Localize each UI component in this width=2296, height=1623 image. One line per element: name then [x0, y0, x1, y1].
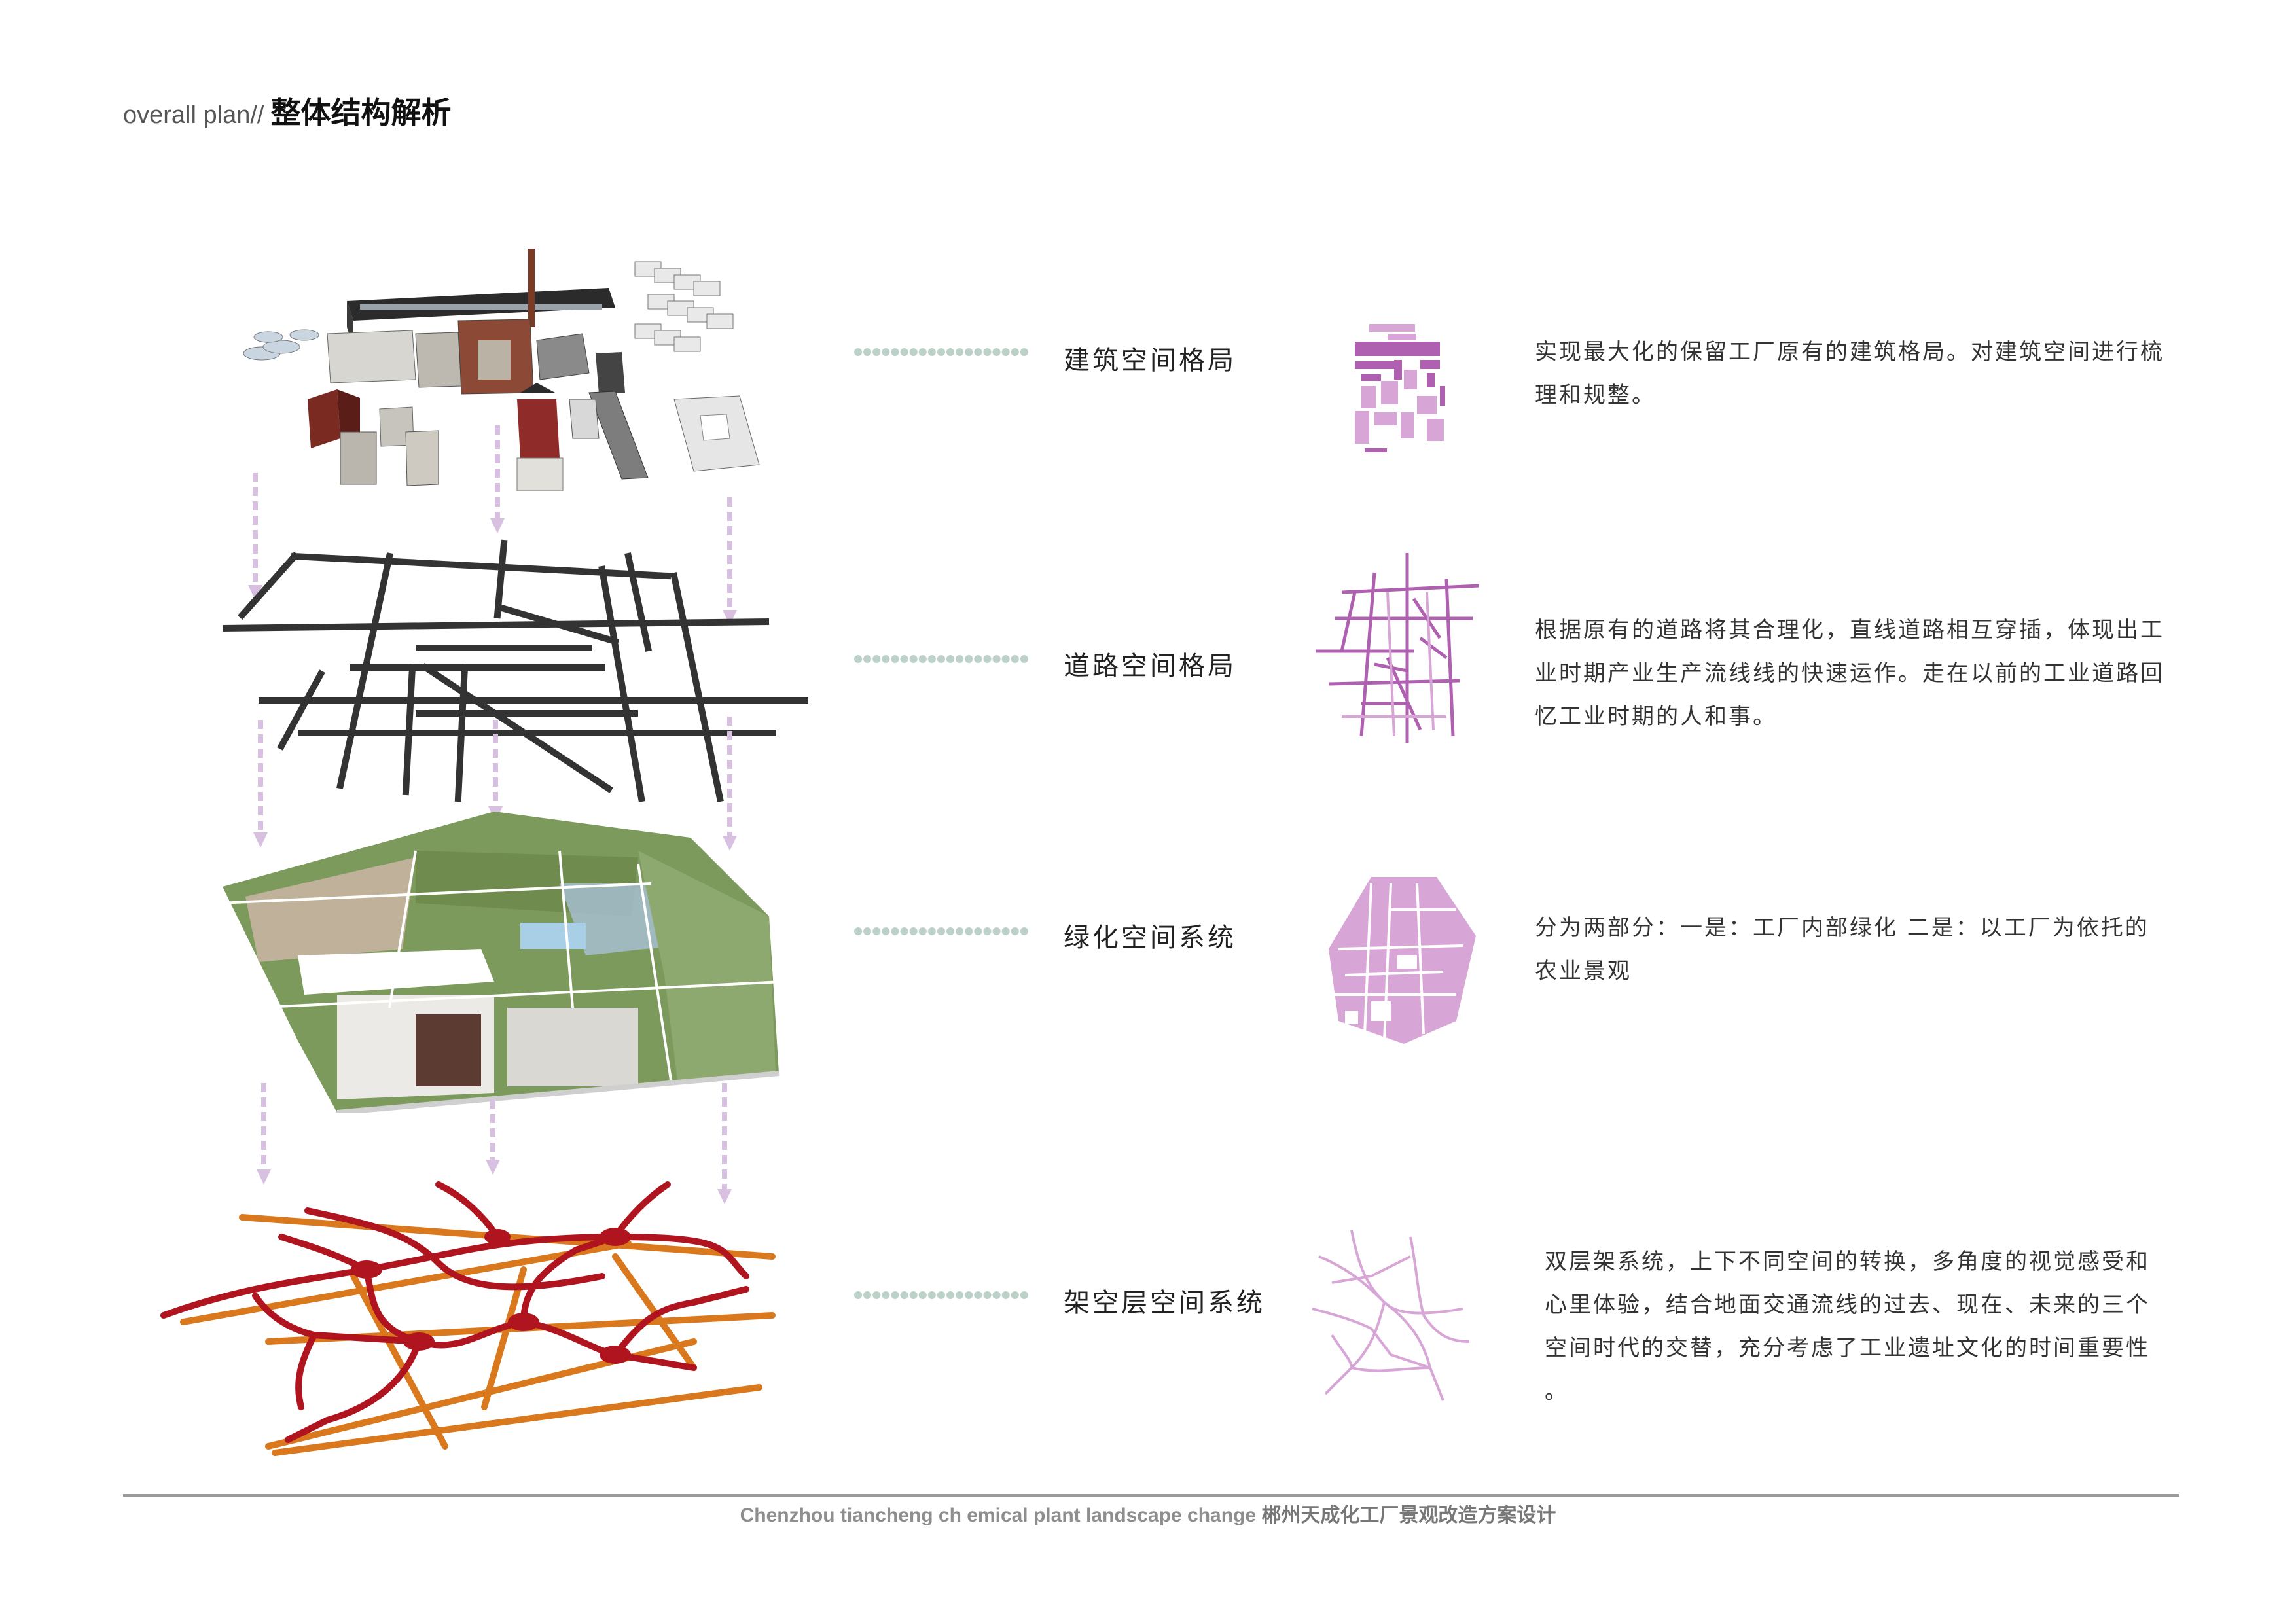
description-line: 农业景观	[1535, 950, 2149, 993]
building-plan-icon	[1355, 321, 1460, 458]
dotted-connector-4	[854, 1289, 1031, 1302]
description-line: 分为两部分：一是：工厂内部绿化 二是：以工厂为依托的	[1535, 906, 2149, 950]
description-roads: 根据原有的道路将其合理化，直线道路相互穿插，体现出工 业时期产业生产流线线的快速…	[1535, 609, 2164, 738]
building-layer-illustration	[242, 242, 779, 497]
title-english: overall plan//	[123, 101, 264, 130]
page-title: overall plan// 整体结构解析	[123, 89, 451, 141]
footer-english: Chenzhou tiancheng ch emical plant lands…	[740, 1505, 1257, 1526]
layer-label-roads: 道路空间格局	[1064, 645, 1236, 683]
description-line: 根据原有的道路将其合理化，直线道路相互穿插，体现出工	[1535, 609, 2164, 652]
down-arrow-1b	[488, 425, 507, 537]
layer-label-green: 绿化空间系统	[1064, 916, 1236, 954]
down-arrow-2b	[486, 720, 505, 825]
green-plan-icon	[1325, 870, 1482, 1047]
description-green: 分为两部分：一是：工厂内部绿化 二是：以工厂为依托的 农业景观	[1535, 906, 2149, 993]
layer-label-elevated: 架空层空间系统	[1064, 1281, 1265, 1319]
description-line: 理和规整。	[1535, 374, 2164, 417]
description-line: 心里体验，结合地面交通流线的过去、现在、未来的三个	[1545, 1283, 2150, 1327]
layer-label-buildings: 建筑空间格局	[1064, 339, 1236, 377]
dotted-connector-2	[854, 652, 1031, 666]
dotted-connector-1	[854, 346, 1031, 359]
footer-divider	[123, 1494, 2179, 1497]
description-line: 。	[1545, 1370, 2150, 1413]
footer-caption: Chenzhou tiancheng ch emical plant lands…	[0, 1499, 2296, 1527]
description-line: 空间时代的交替，充分考虑了工业遗址文化的时间重要性	[1545, 1327, 2150, 1370]
elevated-plan-icon	[1312, 1230, 1469, 1407]
elevated-layer-illustration	[157, 1171, 785, 1486]
footer-chinese: 郴州天成化工厂景观改造方案设计	[1261, 1504, 1556, 1527]
description-buildings: 实现最大化的保留工厂原有的建筑格局。对建筑空间进行梳 理和规整。	[1535, 330, 2164, 417]
title-chinese: 整体结构解析	[270, 89, 451, 132]
description-line: 业时期产业生产流线线的快速运作。走在以前的工业道路回	[1535, 652, 2164, 695]
dotted-connector-3	[854, 925, 1031, 938]
description-line: 双层架系统，上下不同空间的转换，多角度的视觉感受和	[1545, 1240, 2150, 1283]
description-line: 忆工业时期的人和事。	[1535, 695, 2164, 738]
road-plan-icon	[1316, 553, 1479, 749]
description-line: 实现最大化的保留工厂原有的建筑格局。对建筑空间进行梳	[1535, 330, 2164, 374]
green-layer-illustration	[219, 812, 782, 1113]
description-elevated: 双层架系统，上下不同空间的转换，多角度的视觉感受和 心里体验，结合地面交通流线的…	[1545, 1240, 2150, 1413]
down-arrow-3b	[483, 1099, 503, 1178]
